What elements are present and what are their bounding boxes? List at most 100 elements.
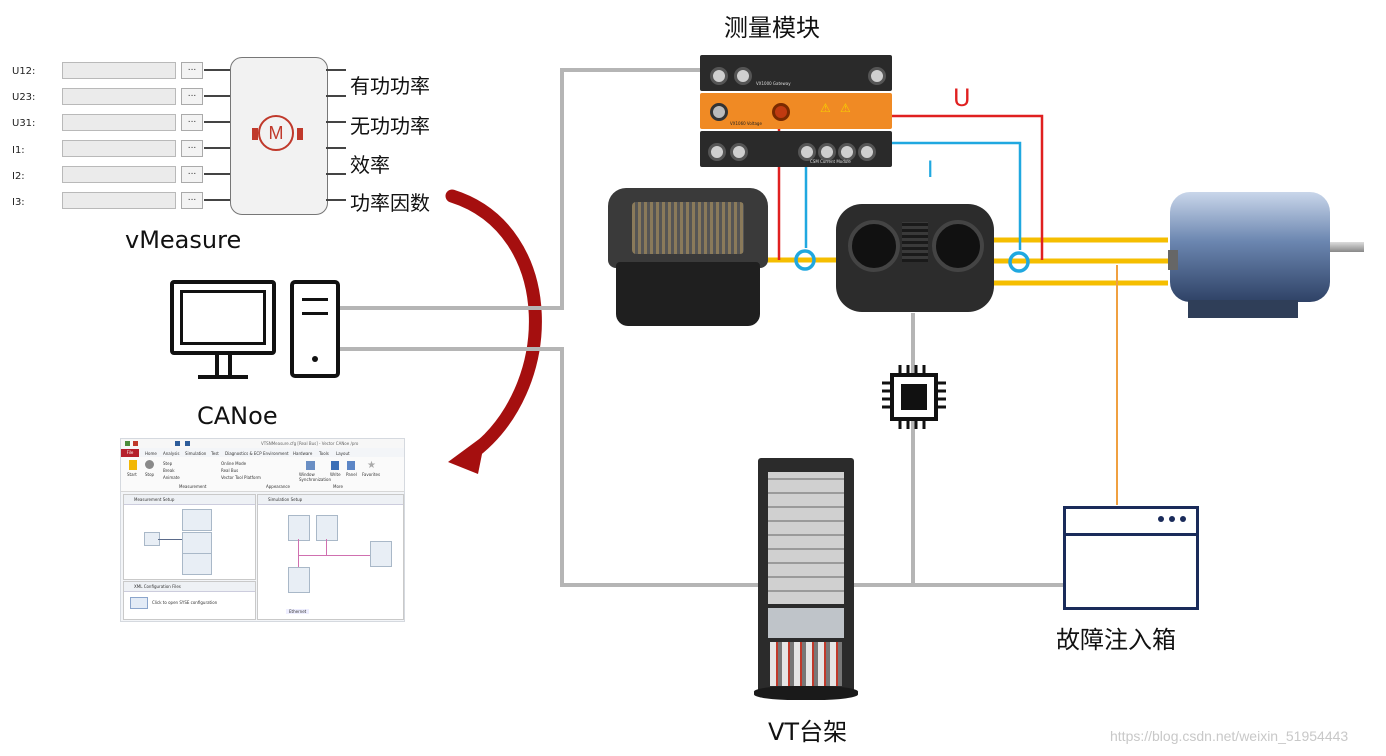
- motor-symbol: M: [268, 123, 284, 143]
- output-active-power: 有功功率: [350, 74, 430, 98]
- ecu-chip-icon: [882, 365, 946, 429]
- panel-icon[interactable]: [347, 461, 355, 470]
- output-connector: [326, 95, 346, 97]
- input-connector: [204, 121, 230, 123]
- browse-button-i3[interactable]: ...: [181, 192, 203, 209]
- node[interactable]: [316, 515, 338, 541]
- pc-tower: [290, 280, 340, 378]
- tab-simulation[interactable]: Simulation: [185, 451, 207, 456]
- ribbon-start[interactable]: Start: [127, 472, 137, 477]
- connector-port: [858, 143, 876, 161]
- quick-toolbar-icon[interactable]: [185, 441, 190, 446]
- heatsink: [902, 222, 928, 262]
- output-efficiency: 效率: [350, 153, 390, 177]
- menu-dots-icon: [1158, 516, 1164, 522]
- menu-dots-icon: [1169, 516, 1175, 522]
- xml-config-panel: XML Configuration Files Click to open SY…: [123, 581, 256, 620]
- write-icon[interactable]: [331, 461, 339, 470]
- quick-toolbar-icon[interactable]: [175, 441, 180, 446]
- ribbon-write[interactable]: Write: [330, 472, 341, 477]
- value-field-u23[interactable]: [62, 88, 176, 105]
- connector-port: [708, 143, 726, 161]
- tab-file[interactable]: File: [121, 449, 139, 457]
- node[interactable]: [370, 541, 392, 567]
- menu-dots-icon: [1180, 516, 1186, 522]
- node[interactable]: [288, 515, 310, 541]
- ribbon-real-bus[interactable]: Real Bus: [221, 468, 239, 473]
- fan-icon: [932, 220, 984, 272]
- node[interactable]: [182, 509, 212, 531]
- bus-line: [326, 539, 327, 555]
- browse-button-i1[interactable]: ...: [181, 140, 203, 157]
- input-connector: [204, 95, 230, 97]
- current-clamp: [794, 249, 816, 271]
- voltage-module: ⚠ ⚠ VX1060 Voltage: [700, 93, 892, 129]
- xml-open-prompt[interactable]: Click to open SYSE configuration: [152, 600, 218, 605]
- ribbon-animate[interactable]: Animate: [163, 475, 180, 480]
- node[interactable]: [182, 553, 212, 575]
- ribbon-favorites[interactable]: Favorites: [362, 472, 381, 477]
- tab-test[interactable]: Test: [211, 451, 219, 456]
- ribbon-vector-tool-platform[interactable]: Vector Tool Platform: [221, 475, 261, 480]
- ribbon-step[interactable]: Step: [163, 461, 173, 466]
- xml-config-title: XML Configuration Files: [124, 582, 255, 592]
- ribbon-stop[interactable]: Stop: [145, 472, 155, 477]
- value-field-i3[interactable]: [62, 192, 176, 209]
- battery-cells: [632, 202, 744, 254]
- value-field-u12[interactable]: [62, 62, 176, 79]
- browse-button-i2[interactable]: ...: [181, 166, 203, 183]
- fan-icon: [848, 220, 900, 272]
- stop-icon[interactable]: [145, 460, 154, 469]
- quick-toolbar-icon[interactable]: [133, 441, 138, 446]
- browse-button-u31[interactable]: ...: [181, 114, 203, 131]
- ribbon-window-sync[interactable]: Window Synchronization: [299, 472, 332, 482]
- row-label-u23: U23:: [12, 92, 36, 103]
- quick-toolbar-icon[interactable]: [125, 441, 130, 446]
- window-sync-icon[interactable]: [306, 461, 315, 470]
- motor-icon: M: [258, 115, 294, 151]
- tab-tools[interactable]: Tools: [319, 451, 329, 456]
- tab-environment[interactable]: Environment: [263, 451, 289, 456]
- connector-port: [730, 143, 748, 161]
- node[interactable]: [288, 567, 310, 593]
- output-connector: [326, 69, 346, 71]
- ribbon-break[interactable]: Break: [163, 468, 175, 473]
- module-label: CSM Current Module: [810, 159, 851, 164]
- row-label-i2: I2:: [12, 171, 25, 182]
- rack-panels: [768, 472, 844, 604]
- output-reactive-power: 无功功率: [350, 114, 430, 138]
- favorites-icon[interactable]: ★: [367, 460, 376, 471]
- vmeasure-title: vMeasure: [125, 226, 242, 254]
- output-connector: [326, 147, 346, 149]
- input-connector: [204, 199, 230, 201]
- warning-icon: ⚠: [840, 101, 851, 115]
- measurement-module-title: 测量模块: [724, 14, 820, 42]
- ribbon-panel[interactable]: Panel: [346, 472, 357, 477]
- tab-layout[interactable]: Layout: [336, 451, 350, 456]
- value-field-u31[interactable]: [62, 114, 176, 131]
- monitor: [170, 280, 276, 355]
- battery-pack: [608, 188, 768, 328]
- tab-home[interactable]: Home: [145, 451, 157, 456]
- value-field-i1[interactable]: [62, 140, 176, 157]
- input-connector: [204, 173, 230, 175]
- simulation-setup-title: Simulation Setup: [258, 495, 403, 505]
- battery-body: [616, 262, 760, 326]
- input-connector: [204, 147, 230, 149]
- connector-port: [710, 103, 728, 121]
- arrow-head: [448, 434, 486, 474]
- tab-analysis[interactable]: Analysis: [163, 451, 180, 456]
- value-field-i2[interactable]: [62, 166, 176, 183]
- browse-button-u12[interactable]: ...: [181, 62, 203, 79]
- ribbon: Start Stop Step Break Animate Online Mod…: [121, 457, 404, 492]
- start-icon[interactable]: [129, 460, 137, 470]
- tab-diagnostics[interactable]: Diagnostics & ECP: [225, 451, 262, 456]
- motor-terminal: [1168, 250, 1178, 270]
- browse-button-u23[interactable]: ...: [181, 88, 203, 105]
- inverter: [836, 204, 994, 312]
- ribbon-online-mode[interactable]: Online Mode: [221, 461, 247, 466]
- tab-hardware[interactable]: Hardware: [293, 451, 313, 456]
- xml-file-icon[interactable]: [130, 597, 148, 609]
- node[interactable]: [182, 532, 212, 554]
- ethernet-tab[interactable]: Ethernet: [286, 609, 310, 614]
